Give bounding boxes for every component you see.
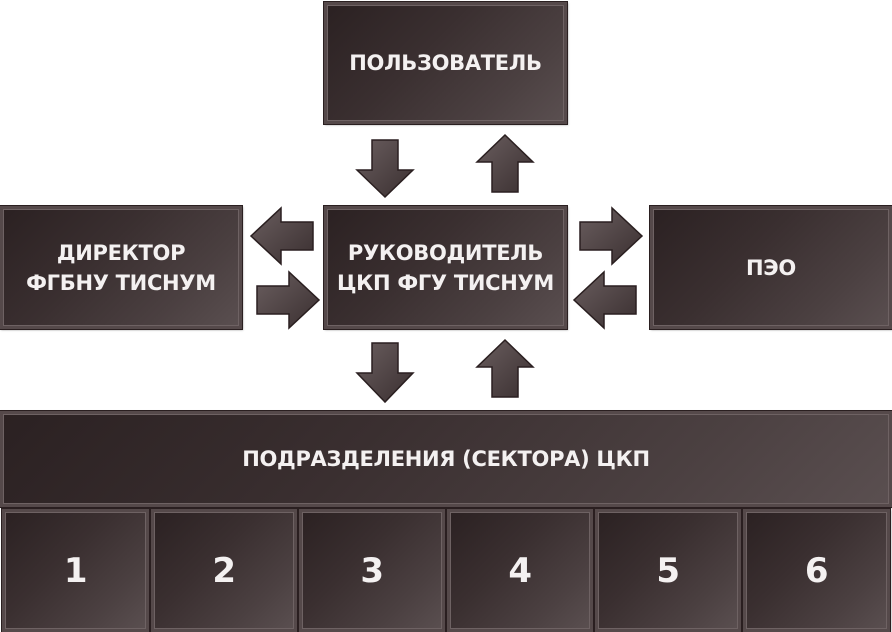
sector-label-4: 4 — [508, 550, 532, 591]
sector-cell-1: 1 — [1, 508, 150, 632]
sector-label-5: 5 — [656, 550, 680, 591]
sector-label-3: 3 — [360, 550, 384, 591]
arrow-divisions-to-head — [475, 338, 535, 398]
arrow-peo-to-head — [572, 270, 637, 330]
divisions-label: ПОДРАЗДЕЛЕНИЯ (СЕКТОРА) ЦКП — [242, 447, 650, 471]
sector-label-6: 6 — [804, 550, 829, 591]
sector-cell-4: 4 — [446, 508, 594, 632]
head-label-line1: РУКОВОДИТЕЛЬ — [347, 240, 544, 265]
arrow-head-to-director — [249, 206, 314, 266]
director-label-line1: ДИРЕКТОР — [56, 240, 186, 265]
arrow-head-to-peo — [579, 206, 644, 266]
user-box: ПОЛЬЗОВАТЕЛЬ — [323, 1, 568, 125]
sector-label-1: 1 — [63, 550, 88, 591]
sector-cell-5: 5 — [594, 508, 742, 632]
arrow-head-to-user — [475, 133, 535, 193]
arrow-director-to-head — [256, 270, 321, 330]
user-label: ПОЛЬЗОВАТЕЛЬ — [349, 51, 542, 75]
head-label-line2: ЦКП ФГУ ТИСНУМ — [336, 270, 555, 295]
peo-label: ПЭО — [746, 255, 796, 280]
sector-cell-2: 2 — [150, 508, 298, 632]
sector-cell-3: 3 — [298, 508, 446, 632]
director-box: ДИРЕКТОР ФГБНУ ТИСНУМ — [0, 205, 243, 330]
sector-cell-6: 6 — [742, 508, 891, 632]
divisions-box: ПОДРАЗДЕЛЕНИЯ (СЕКТОРА) ЦКП — [0, 410, 892, 508]
arrow-head-to-divisions — [355, 342, 415, 404]
sector-label-2: 2 — [212, 550, 236, 591]
peo-box: ПЭО — [649, 205, 892, 330]
head-box: РУКОВОДИТЕЛЬ ЦКП ФГУ ТИСНУМ — [323, 205, 568, 330]
director-label-line2: ФГБНУ ТИСНУМ — [26, 270, 216, 295]
arrow-user-to-head — [355, 139, 415, 199]
